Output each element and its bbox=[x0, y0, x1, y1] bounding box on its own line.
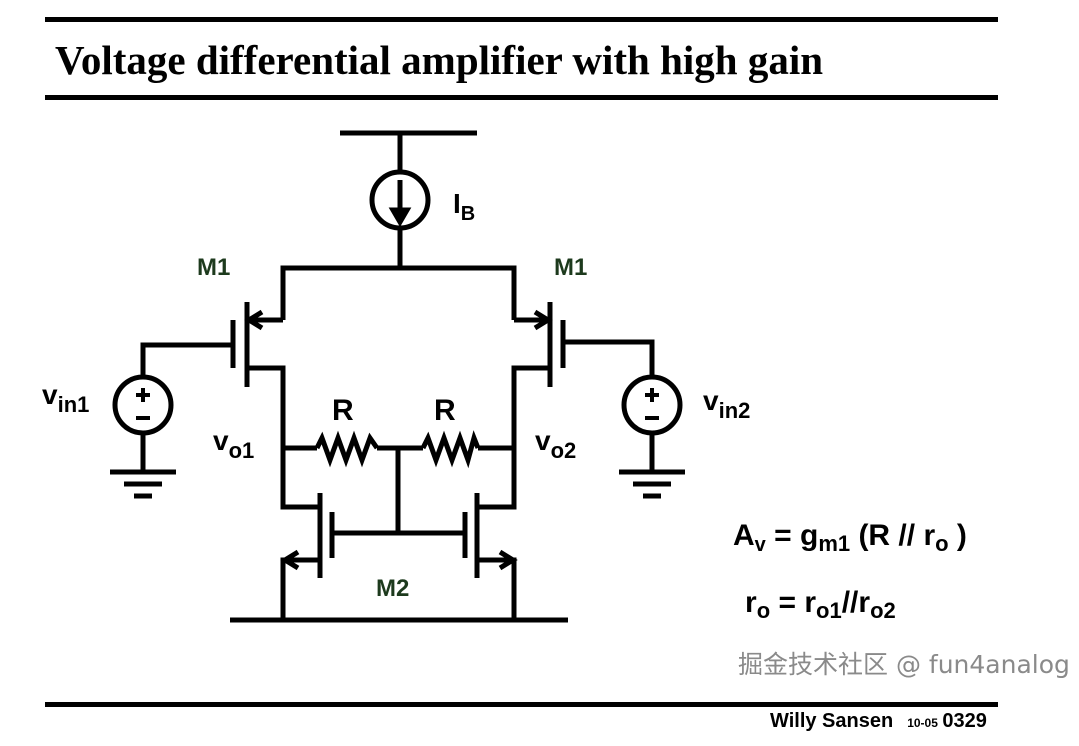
slide-title: Voltage differential amplifier with high… bbox=[55, 37, 824, 83]
resistor-right bbox=[420, 430, 481, 469]
r-left-label: R bbox=[332, 394, 354, 427]
resistor-network bbox=[283, 430, 514, 533]
m1-left-label: M1 bbox=[197, 254, 230, 281]
footer-page: 0329 bbox=[942, 710, 987, 732]
m1-right-label: M1 bbox=[554, 254, 587, 281]
watermark: 掘金技术社区 @ fun4analog bbox=[738, 650, 1070, 679]
footer: Willy Sansen 10-05 0329 bbox=[770, 710, 987, 733]
m1-left-transistor bbox=[140, 302, 320, 510]
vin1-label: vin1 bbox=[42, 379, 89, 417]
footer-date: 10-05 bbox=[907, 716, 938, 730]
ro-equation: ro = ro1//ro2 bbox=[745, 586, 896, 623]
m2-label: M2 bbox=[376, 575, 409, 602]
vdd-rail bbox=[340, 130, 477, 172]
resistor-left bbox=[314, 430, 380, 468]
tail-node bbox=[280, 265, 517, 320]
m1-right-transistor bbox=[477, 302, 655, 510]
vin2-source-icon bbox=[619, 374, 685, 499]
r-right-label: R bbox=[434, 394, 456, 427]
vo1-label: vo1 bbox=[213, 425, 254, 463]
ib-label: IB bbox=[453, 188, 475, 225]
vin2-label: vin2 bbox=[703, 385, 750, 423]
vo2-label: vo2 bbox=[535, 425, 576, 463]
top-rule bbox=[45, 17, 998, 22]
footer-author: Willy Sansen bbox=[770, 710, 894, 732]
vin1-source-icon bbox=[110, 374, 176, 499]
current-source-icon bbox=[369, 169, 431, 268]
m2-transistors bbox=[230, 493, 568, 623]
footer-rule bbox=[45, 702, 998, 707]
gain-equation: Av = gm1 (R // ro ) bbox=[733, 519, 967, 556]
title-underline bbox=[45, 95, 998, 100]
